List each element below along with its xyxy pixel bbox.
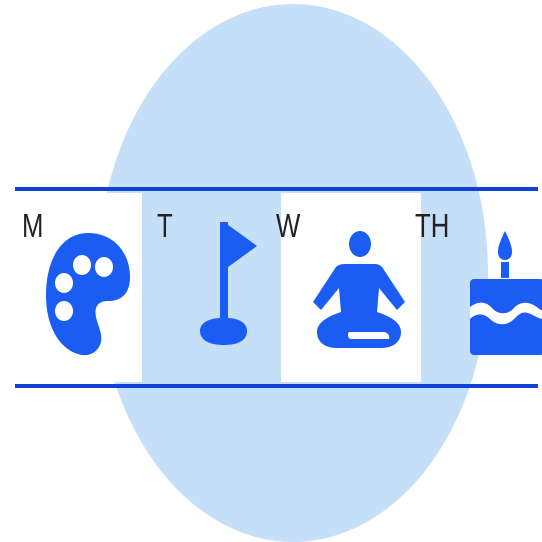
day-label-tuesday: T: [157, 207, 173, 244]
day-label-thursday: TH: [415, 207, 450, 244]
golf-flag-icon: [200, 222, 257, 345]
birthday-cake-icon: [470, 231, 542, 355]
bottom-rule: [15, 384, 538, 388]
day-label-wednesday: W: [276, 207, 301, 244]
meditation-icon: [313, 231, 405, 348]
day-label-monday: M: [22, 207, 44, 244]
palette-icon: [46, 233, 130, 356]
top-rule: [15, 187, 538, 191]
